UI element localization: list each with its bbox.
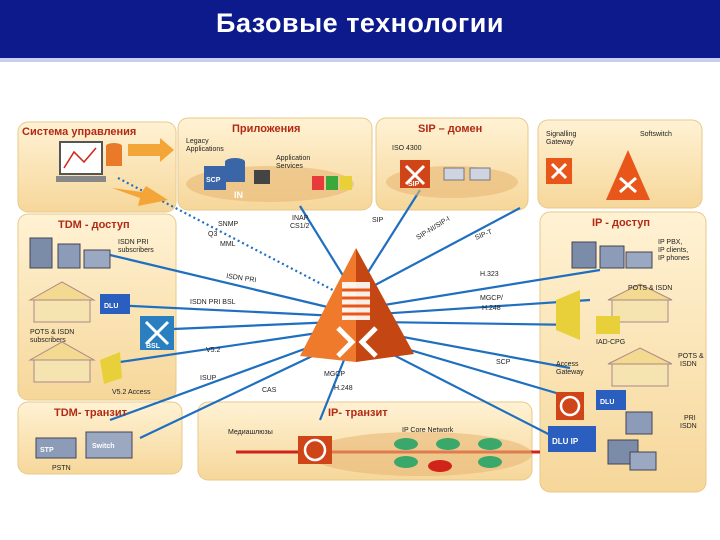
apps-icons — [186, 158, 354, 202]
label-ip-pots: POTS & ISDN — [628, 285, 672, 292]
label-pstn: PSTN — [52, 465, 71, 472]
label-inap-2: CS1/2 — [290, 223, 310, 230]
label-tdm-dlu: DLU — [104, 303, 118, 310]
label-services-1: Application — [276, 155, 310, 162]
label-legacy-1: Legacy — [186, 138, 209, 145]
control-system-icon — [56, 138, 174, 206]
label-scp: SCP — [206, 177, 221, 184]
label-control: Система управления — [22, 126, 136, 138]
ip-transit-icons — [298, 432, 532, 476]
label-access-gw-2: Gateway — [556, 369, 584, 376]
label-h323: H.323 — [480, 271, 499, 278]
label-mgcp-b1: MGCP — [324, 371, 345, 378]
title-bar — [0, 0, 720, 62]
label-signalling-1: Signalling — [546, 131, 576, 138]
label-sip-ni: SIP-NI/SIP-I — [415, 216, 451, 242]
label-in: IN — [234, 190, 243, 200]
label-ip-pots2-1: POTS & — [678, 353, 704, 360]
label-tdm-pots-1: POTS & ISDN — [30, 329, 74, 336]
small-pyramids — [546, 150, 650, 200]
label-sip-box: SIP — [408, 181, 420, 188]
links — [109, 177, 601, 441]
label-ip-access: IP - доступ — [592, 217, 650, 229]
label-cas: CAS — [262, 387, 277, 394]
label-bsl: BSL — [146, 343, 161, 350]
label-tdm-transit: TDM- транзит — [54, 407, 128, 419]
label-switch: Switch — [92, 443, 115, 450]
label-services-2: Services — [276, 163, 303, 170]
label-apps: Приложения — [232, 123, 300, 135]
label-ip-pri-1: PRI — [684, 415, 696, 422]
label-signalling-2: Gateway — [546, 139, 574, 146]
label-stp: STP — [40, 447, 54, 454]
label-ip-pri-2: ISDN — [680, 423, 697, 430]
panel-titles: Система управления Приложения SIP – доме… — [22, 123, 650, 419]
label-ip-dlu: DLU — [600, 399, 614, 406]
label-ip-pbx-1: IP PBX, — [658, 239, 682, 246]
tdm-transit-icons — [35, 431, 133, 459]
label-sip: SIP – домен — [418, 123, 482, 135]
sip-icons — [386, 160, 518, 198]
label-mml: MML — [220, 241, 236, 248]
panel-ip-access — [539, 211, 707, 493]
label-mgcp: MGCP/ — [480, 295, 503, 302]
label-ip-pots2-2: ISDN — [680, 361, 697, 368]
label-ip-transit: IP- транзит — [328, 407, 388, 419]
label-sctp: SCP — [496, 359, 511, 366]
softswitch-pyramid — [300, 248, 414, 362]
label-isdn-2: subscribers — [118, 247, 154, 254]
label-ip-core: IP Core Network — [402, 427, 454, 434]
label-v52-access: V5.2 Access — [112, 389, 151, 396]
label-q3: Q3 — [208, 231, 217, 238]
label-isdn-prl-bsl: ISDN PRI BSL — [190, 299, 236, 306]
tdm-access-icons — [28, 237, 174, 384]
label-iad: IAD-CPG — [596, 339, 625, 346]
label-inap-1: INAP — [292, 215, 309, 222]
label-sip: SIP — [372, 217, 384, 224]
ip-access-icons — [548, 241, 673, 471]
label-ip-pbx-3: IP phones — [658, 255, 690, 262]
label-legacy-2: Applications — [186, 146, 224, 153]
label-media-gw: Медиашлюзы — [228, 429, 273, 436]
label-sip-iso: ISO 4300 — [392, 145, 422, 152]
label-isdn-1: ISDN PRI — [118, 239, 148, 246]
label-tdm-pots-2: subscribers — [30, 337, 66, 344]
panel-softswitch — [537, 119, 703, 209]
label-dlu-ip: DLU IP — [552, 437, 579, 446]
page-title: Базовые технологии — [216, 8, 504, 38]
label-h248: H.248 — [482, 305, 501, 312]
label-tdm-access: TDM - доступ — [58, 219, 130, 231]
label-isdn-prl: ISDN PRI — [226, 273, 257, 284]
small-labels: Legacy Applications Application Services… — [30, 131, 704, 472]
label-softswitch: Softswitch — [640, 131, 672, 138]
label-access-gw-1: Access — [556, 361, 579, 368]
label-mgcp-b2: H.248 — [334, 385, 353, 392]
label-snmp: SNMP — [218, 221, 239, 228]
label-isup: ISUP — [200, 375, 217, 382]
label-v52: V5.2 — [206, 347, 221, 354]
label-ip-pbx-2: IP clients, — [658, 247, 688, 254]
